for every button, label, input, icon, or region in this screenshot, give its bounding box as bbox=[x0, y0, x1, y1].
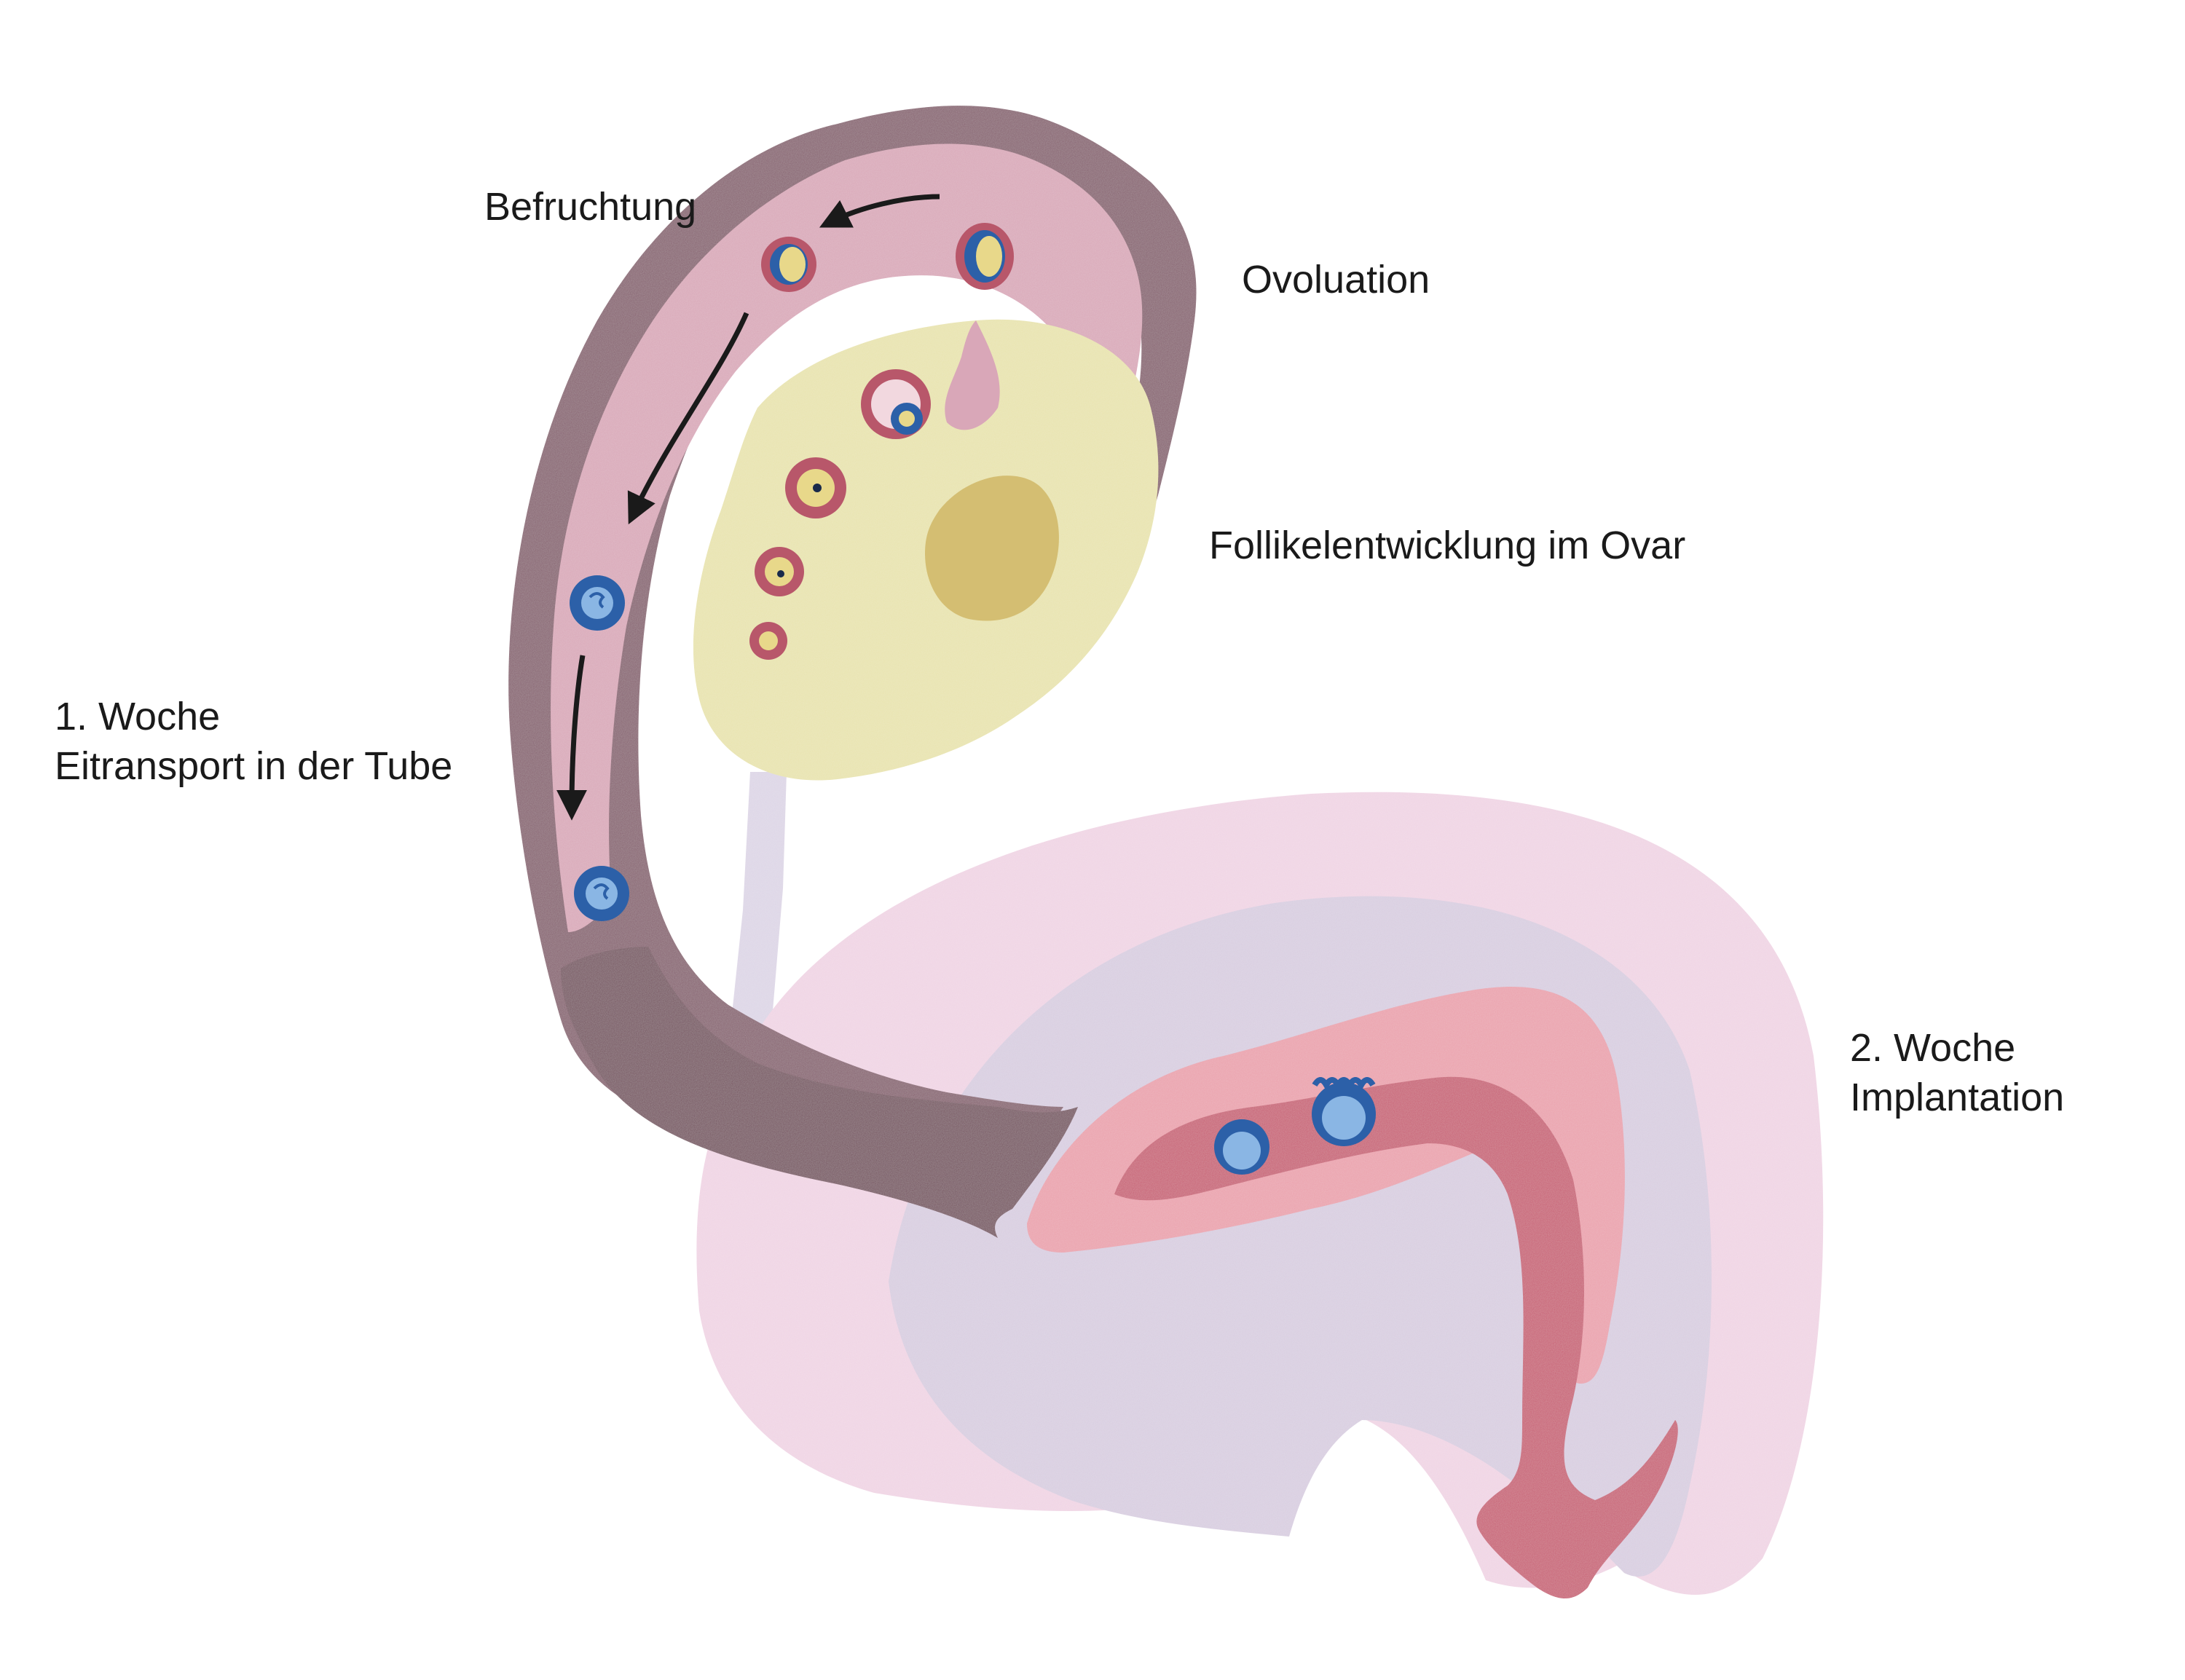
blastocyst-implanting bbox=[1312, 1077, 1376, 1146]
fallopian-tube-lumen bbox=[551, 143, 1143, 932]
label-week-2-caption: Implantation bbox=[1850, 1076, 2065, 1119]
label-follicle-development: Follikelentwicklung im Ovar bbox=[1209, 524, 1686, 567]
ovarian-ligament bbox=[728, 772, 787, 1049]
label-week-1-caption: Eitransport in der Tube bbox=[55, 744, 453, 788]
arrow-tube-lower bbox=[556, 655, 588, 821]
morula-2 bbox=[574, 866, 629, 921]
label-ovulation: Ovoluation bbox=[1242, 258, 1430, 301]
label-week-1-title: 1. Woche bbox=[55, 695, 221, 738]
arrow-tube-upper bbox=[627, 312, 749, 525]
label-week-1: 1. Woche Eitransport in der Tube bbox=[55, 692, 452, 791]
morula-1 bbox=[570, 575, 625, 631]
label-week-2: 2. Woche Implantation bbox=[1850, 1023, 2064, 1122]
follicle-1 bbox=[861, 369, 931, 439]
blastocyst-free bbox=[1214, 1119, 1269, 1175]
tube-isthmus bbox=[561, 947, 1078, 1238]
fertilized-egg bbox=[761, 237, 816, 292]
label-fertilization: Befruchtung bbox=[484, 185, 697, 229]
follicle-2 bbox=[785, 457, 846, 518]
label-week-2-title: 2. Woche bbox=[1850, 1026, 2016, 1070]
corpus-luteum bbox=[925, 476, 1059, 621]
follicle-3 bbox=[755, 547, 804, 596]
follicle-4 bbox=[749, 622, 787, 660]
ovulated-egg bbox=[956, 223, 1014, 290]
uterine-cavity bbox=[1114, 1076, 1678, 1598]
fimbria bbox=[945, 320, 1000, 430]
arrow-ovulation-to-fertilization bbox=[819, 194, 940, 228]
